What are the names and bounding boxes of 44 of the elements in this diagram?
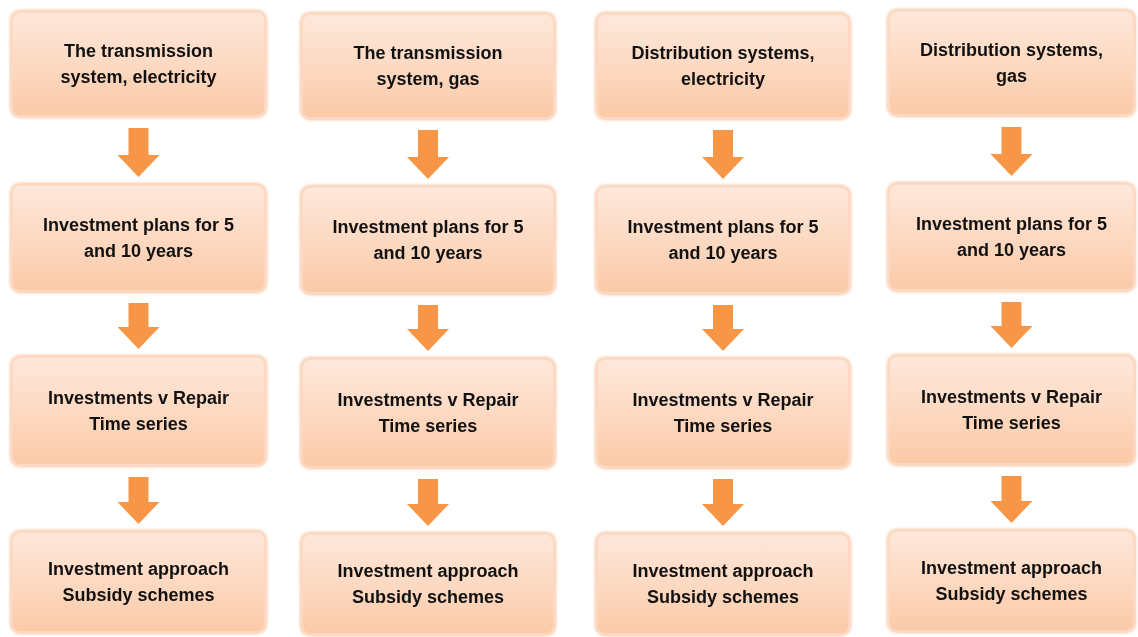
box-label: Investments v Repair Time series [336, 388, 520, 438]
process-box [10, 530, 267, 634]
box-label: Investment plans for 5 and 10 years [914, 212, 1109, 262]
box-label: Investments v Repair Time series [631, 388, 815, 438]
box-label: Investments v Repair Time series [919, 385, 1104, 435]
process-box [10, 355, 267, 467]
box-label: Investments v Repair Time series [46, 386, 231, 436]
process-box [10, 183, 267, 293]
box-label: Investment plans for 5 and 10 years [331, 215, 525, 265]
process-box [300, 12, 556, 120]
process-box [300, 532, 556, 636]
process-box [595, 357, 851, 469]
process-box [10, 10, 267, 118]
box-label: Investment approach Subsidy schemes [919, 556, 1103, 606]
block-arrow [702, 130, 744, 179]
block-arrow [702, 479, 744, 526]
box-label: Investment approach Subsidy schemes [336, 559, 520, 609]
process-box [300, 357, 556, 469]
block-arrow [702, 305, 744, 351]
block-arrow [990, 302, 1033, 348]
box-label: Investment plans for 5 and 10 years [626, 215, 820, 265]
block-arrow [990, 476, 1033, 523]
process-box [300, 185, 556, 295]
box-label: The transmission system, electricity [59, 39, 218, 89]
block-arrow [117, 303, 160, 349]
box-label: Distribution systems, gas [918, 38, 1104, 88]
process-box [887, 529, 1136, 633]
box-label: Investment approach Subsidy schemes [46, 557, 230, 607]
process-box [887, 9, 1136, 117]
block-arrow [407, 130, 449, 179]
block-arrow [117, 477, 160, 524]
box-label: The transmission system, gas [352, 41, 504, 91]
block-arrow [990, 127, 1033, 176]
process-box [595, 12, 851, 120]
process-box [595, 185, 851, 295]
process-box [887, 354, 1136, 466]
box-label: Distribution systems, electricity [630, 41, 816, 91]
process-box [595, 532, 851, 636]
box-label: Investment plans for 5 and 10 years [41, 213, 236, 263]
block-arrow [407, 479, 449, 526]
box-label: Investment approach Subsidy schemes [631, 559, 815, 609]
process-box [887, 182, 1136, 292]
block-arrow [407, 305, 449, 351]
block-arrow [117, 128, 160, 177]
